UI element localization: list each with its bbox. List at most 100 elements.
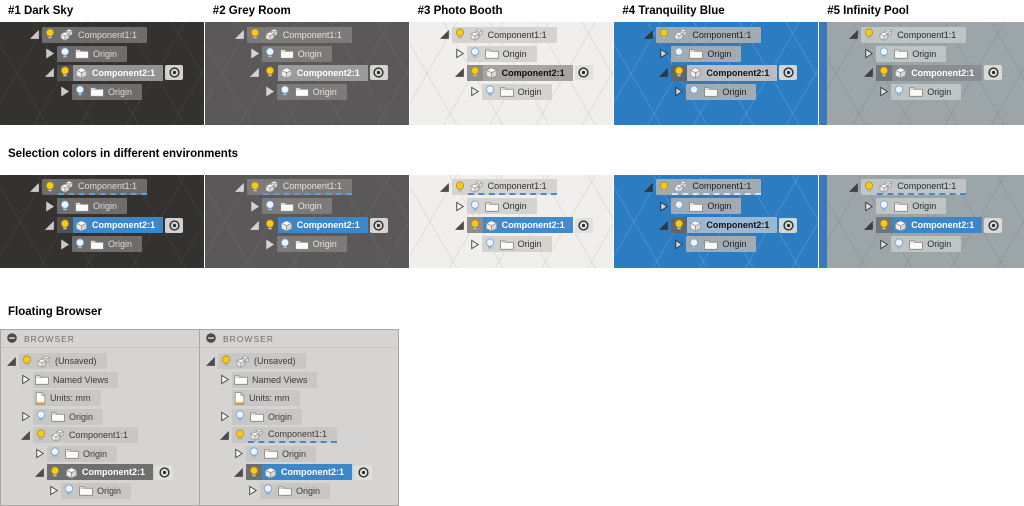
expand-closed-triangle-icon[interactable]: [43, 200, 56, 213]
visibility-bulb-blue-icon[interactable]: [891, 236, 907, 252]
expand-closed-triangle-icon[interactable]: [862, 200, 875, 213]
expand-closed-triangle-icon[interactable]: [672, 238, 685, 251]
expand-closed-triangle-icon[interactable]: [19, 410, 32, 423]
expand-open-triangle-icon[interactable]: [438, 28, 451, 41]
tree-item-label[interactable]: Component1:1: [487, 29, 547, 40]
tree-item-label[interactable]: Origin: [722, 86, 747, 97]
visibility-bulb-yellow-icon[interactable]: [466, 64, 483, 81]
expand-open-triangle-icon[interactable]: [847, 181, 860, 194]
activate-radio-button[interactable]: [354, 464, 372, 480]
visibility-bulb-blue-icon[interactable]: [671, 198, 687, 214]
expand-open-triangle-icon[interactable]: [248, 66, 261, 79]
tree-item-label[interactable]: Origin: [927, 86, 952, 97]
expand-open-triangle-icon[interactable]: [43, 219, 56, 232]
tree-item-label[interactable]: Component2:1: [501, 67, 565, 78]
visibility-bulb-yellow-icon[interactable]: [861, 27, 877, 43]
visibility-bulb-blue-icon[interactable]: [57, 46, 73, 62]
activate-radio-button[interactable]: [369, 217, 388, 233]
tree-item-main[interactable]: Origin: [892, 198, 946, 214]
visibility-bulb-blue-icon[interactable]: [72, 236, 88, 252]
tree-item-label[interactable]: Component2:1: [92, 67, 155, 78]
tree-item-main[interactable]: Origin: [483, 198, 537, 214]
expand-open-triangle-icon[interactable]: [233, 28, 246, 41]
tree-item-main[interactable]: Component1:1: [58, 27, 147, 43]
visibility-bulb-yellow-icon[interactable]: [57, 217, 73, 234]
visibility-bulb-yellow-icon[interactable]: [466, 217, 483, 234]
visibility-bulb-blue-icon[interactable]: [482, 236, 498, 252]
visibility-bulb-blue-icon[interactable]: [262, 46, 278, 62]
tree-item-label[interactable]: Component2:1: [296, 67, 360, 78]
activate-radio-button[interactable]: [984, 65, 1003, 80]
tree-item-main[interactable]: Origin: [293, 84, 347, 100]
expand-open-triangle-icon[interactable]: [218, 429, 231, 442]
visibility-bulb-blue-icon[interactable]: [277, 236, 293, 252]
visibility-bulb-yellow-icon[interactable]: [247, 179, 263, 195]
activate-radio-button[interactable]: [779, 65, 798, 80]
expand-closed-triangle-icon[interactable]: [33, 447, 46, 460]
tree-item-label[interactable]: Origin: [93, 48, 118, 59]
expand-open-triangle-icon[interactable]: [28, 181, 41, 194]
visibility-bulb-blue-icon[interactable]: [876, 198, 892, 214]
tree-item-main[interactable]: Origin: [498, 84, 552, 100]
tree-item-label[interactable]: Origin: [707, 201, 732, 212]
tree-item-label[interactable]: Origin: [502, 201, 527, 212]
tree-item-main[interactable]: Origin: [63, 446, 117, 462]
visibility-bulb-yellow-icon[interactable]: [876, 64, 893, 81]
visibility-bulb-blue-icon[interactable]: [891, 84, 907, 100]
tree-item-main[interactable]: Origin: [278, 198, 332, 214]
expand-closed-triangle-icon[interactable]: [263, 85, 276, 98]
tree-item-main[interactable]: Component2:1: [482, 64, 573, 81]
visibility-bulb-blue-icon[interactable]: [47, 446, 63, 462]
tree-item-main[interactable]: Origin: [687, 198, 741, 214]
expand-closed-triangle-icon[interactable]: [672, 85, 685, 98]
visibility-bulb-yellow-icon[interactable]: [47, 464, 63, 481]
tree-item-label[interactable]: Component1:1: [78, 29, 138, 40]
tree-item-label[interactable]: Component2:1: [296, 220, 360, 231]
tree-item-label[interactable]: (Unsaved): [55, 356, 97, 367]
tree-item-label[interactable]: Component2:1: [281, 467, 344, 478]
tree-item-main[interactable]: Origin: [702, 84, 756, 100]
tree-item-label[interactable]: Component2:1: [706, 220, 770, 231]
visibility-bulb-blue-icon[interactable]: [61, 483, 77, 499]
expand-open-triangle-icon[interactable]: [43, 66, 56, 79]
expand-closed-triangle-icon[interactable]: [862, 47, 875, 60]
expand-open-triangle-icon[interactable]: [862, 219, 875, 232]
tree-item-label[interactable]: Origin: [69, 411, 94, 422]
tree-item-main[interactable]: Origin: [483, 46, 537, 62]
tree-item-label[interactable]: Origin: [517, 239, 542, 250]
expand-closed-triangle-icon[interactable]: [453, 200, 466, 213]
tree-item-main[interactable]: Component1:1: [672, 27, 761, 43]
tree-item-label[interactable]: Component1:1: [282, 29, 342, 40]
expand-open-triangle-icon[interactable]: [438, 181, 451, 194]
activate-radio-button[interactable]: [369, 65, 388, 80]
expand-closed-triangle-icon[interactable]: [248, 200, 261, 213]
visibility-bulb-yellow-icon[interactable]: [57, 64, 73, 81]
expand-open-triangle-icon[interactable]: [233, 181, 246, 194]
tree-item-main[interactable]: Component2:1: [277, 64, 368, 81]
tree-item-main[interactable]: Component1:1: [58, 179, 148, 196]
tree-item-main[interactable]: Component2:1: [277, 217, 368, 234]
activate-radio-button[interactable]: [155, 464, 173, 480]
tree-item-label[interactable]: Named Views: [53, 374, 109, 385]
tree-item-main[interactable]: Component2:1: [892, 217, 983, 234]
activate-radio-button[interactable]: [165, 217, 183, 233]
tree-item-label[interactable]: Component1:1: [78, 181, 138, 192]
tree-item-label[interactable]: (Unsaved): [254, 356, 296, 367]
tree-item-main[interactable]: Component2:1: [73, 64, 163, 81]
expand-open-triangle-icon[interactable]: [28, 28, 41, 41]
collapse-browser-icon[interactable]: [6, 332, 18, 346]
visibility-bulb-blue-icon[interactable]: [467, 46, 483, 62]
visibility-bulb-yellow-icon[interactable]: [671, 217, 688, 234]
tree-item-main[interactable]: Named Views: [33, 372, 118, 388]
tree-item-label[interactable]: Origin: [502, 48, 527, 59]
expand-closed-triangle-icon[interactable]: [468, 238, 481, 251]
visibility-bulb-yellow-icon[interactable]: [261, 217, 278, 234]
tree-item-main[interactable]: Origin: [262, 446, 316, 462]
tree-item-label[interactable]: Origin: [312, 239, 337, 250]
visibility-bulb-yellow-icon[interactable]: [232, 427, 248, 443]
expand-open-triangle-icon[interactable]: [204, 355, 217, 368]
tree-item-main[interactable]: Component2:1: [687, 217, 778, 234]
visibility-bulb-blue-icon[interactable]: [671, 46, 687, 62]
expand-closed-triangle-icon[interactable]: [657, 200, 670, 213]
activate-radio-button[interactable]: [165, 65, 183, 80]
